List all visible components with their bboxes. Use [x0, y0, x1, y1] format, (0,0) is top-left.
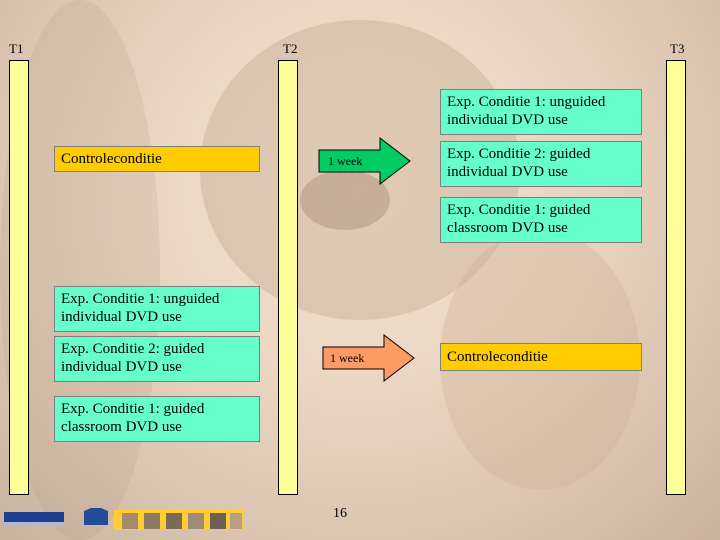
exp-condition-line2: classroom DVD use [447, 219, 635, 237]
timeline-bar-t2 [278, 60, 298, 495]
exp-condition-line2: individual DVD use [61, 308, 253, 326]
exp-condition-line1: Exp. Conditie 1: guided [61, 400, 253, 418]
exp-condition-line2: individual DVD use [61, 358, 253, 376]
university-logo-strip [4, 508, 244, 532]
timeline-bar-t3 [666, 60, 686, 495]
exp-condition-box-bottom-3: Exp. Conditie 1: guided classroom DVD us… [54, 396, 260, 442]
university-logo-icon [4, 508, 244, 532]
exp-condition-box-top-1: Exp. Conditie 1: unguided individual DVD… [440, 89, 642, 135]
timepoint-label-t3: T3 [670, 41, 684, 57]
exp-condition-box-bottom-2: Exp. Conditie 2: guided individual DVD u… [54, 336, 260, 382]
exp-condition-line1: Exp. Conditie 1: unguided [61, 290, 253, 308]
arrow-label-bottom: 1 week [330, 351, 364, 366]
control-condition-label: Controleconditie [447, 349, 548, 365]
control-condition-box-bottom: Controleconditie [440, 343, 642, 371]
control-condition-label: Controleconditie [61, 151, 162, 167]
exp-condition-line2: individual DVD use [447, 111, 635, 129]
exp-condition-line2: individual DVD use [447, 163, 635, 181]
exp-condition-box-top-2: Exp. Conditie 2: guided individual DVD u… [440, 141, 642, 187]
exp-condition-box-bottom-1: Exp. Conditie 1: unguided individual DVD… [54, 286, 260, 332]
exp-condition-box-top-3: Exp. Conditie 1: guided classroom DVD us… [440, 197, 642, 243]
timepoint-label-t1: T1 [9, 41, 23, 57]
page-number: 16 [333, 506, 347, 522]
exp-condition-line1: Exp. Conditie 1: guided [447, 201, 635, 219]
control-condition-box-top: Controleconditie [54, 146, 260, 172]
exp-condition-line1: Exp. Conditie 1: unguided [447, 93, 635, 111]
exp-condition-line1: Exp. Conditie 2: guided [447, 145, 635, 163]
timepoint-label-t2: T2 [283, 41, 297, 57]
exp-condition-line2: classroom DVD use [61, 418, 253, 436]
arrow-label-top: 1 week [328, 154, 362, 169]
exp-condition-line1: Exp. Conditie 2: guided [61, 340, 253, 358]
timeline-bar-t1 [9, 60, 29, 495]
